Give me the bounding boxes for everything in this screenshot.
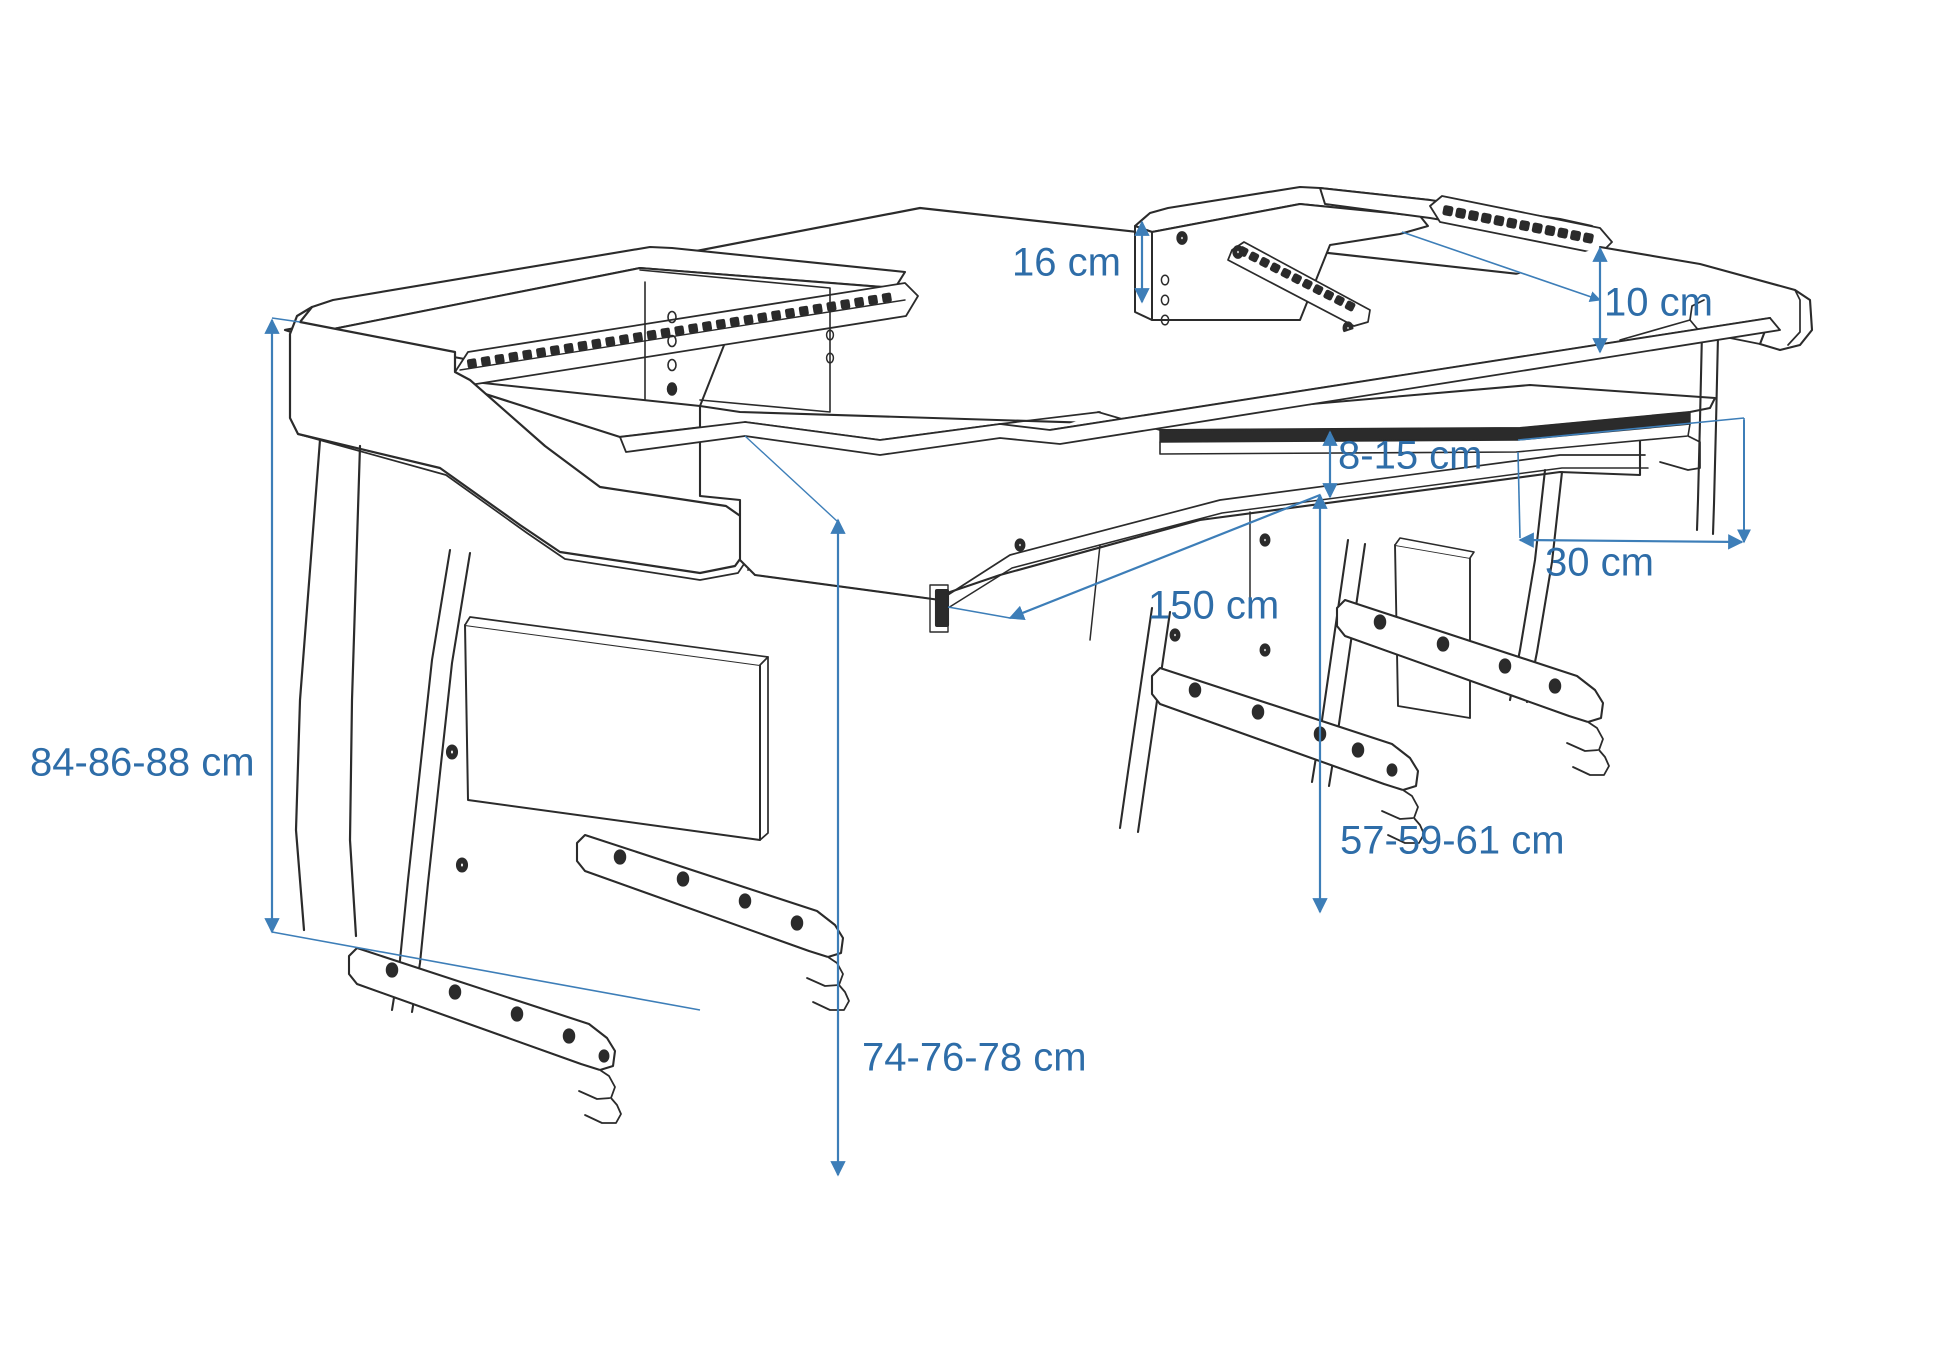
left-front-foot — [347, 946, 623, 1125]
left-rear-foot — [575, 833, 851, 1012]
dim-worktop-height — [744, 435, 846, 1177]
right-rack-wing — [1133, 185, 1613, 357]
dimension-lines — [264, 220, 1751, 1177]
right-rack-rail — [1429, 195, 1613, 255]
foot-screws — [1373, 614, 1562, 694]
left-outer-leg — [294, 438, 362, 938]
left-frame-strut — [390, 548, 472, 1014]
left-panel-screws — [445, 744, 469, 873]
left-rack-holes — [466, 292, 892, 369]
dim-label-rear-lip-height: 10 cm — [1604, 281, 1713, 325]
dim-desk-width — [947, 493, 1321, 621]
left-wing-divider — [639, 269, 835, 413]
right-wing-inner-rail — [1227, 241, 1371, 327]
dim-shelf-depth — [1517, 417, 1751, 550]
right-rear-foot — [1335, 598, 1611, 777]
dim-label-keyboard-shelf-height: 57-59-61 cm — [1340, 819, 1565, 863]
dim-label-rack-wing-height: 16 cm — [1012, 241, 1121, 285]
left-rack-wing — [298, 245, 919, 413]
foot-screws — [613, 849, 804, 931]
dim-label-worktop-height: 74-76-78 cm — [862, 1036, 1087, 1080]
dim-label-desk-width: 150 cm — [1148, 584, 1279, 628]
dim-label-overall-height: 84-86-88 cm — [30, 741, 255, 785]
right-front-foot — [1150, 666, 1426, 845]
foot-screws — [385, 962, 610, 1063]
dimension-labels: 84-86-88 cm 74-76-78 cm 57-59-61 cm 150 … — [30, 241, 1713, 1080]
dim-label-shelf-depth: 30 cm — [1545, 541, 1654, 585]
dim-overall-height — [264, 317, 701, 1011]
desk-linework — [283, 185, 1814, 1125]
left-side-board — [464, 616, 769, 841]
apron-screws — [1014, 538, 1181, 642]
dim-label-clearance-gap: 8-15 cm — [1338, 434, 1483, 478]
keyboard-shelf — [1149, 384, 1716, 471]
front-apron — [698, 404, 1649, 657]
apron-hinge — [929, 584, 950, 633]
dim-rear-lip-height — [1401, 231, 1608, 354]
